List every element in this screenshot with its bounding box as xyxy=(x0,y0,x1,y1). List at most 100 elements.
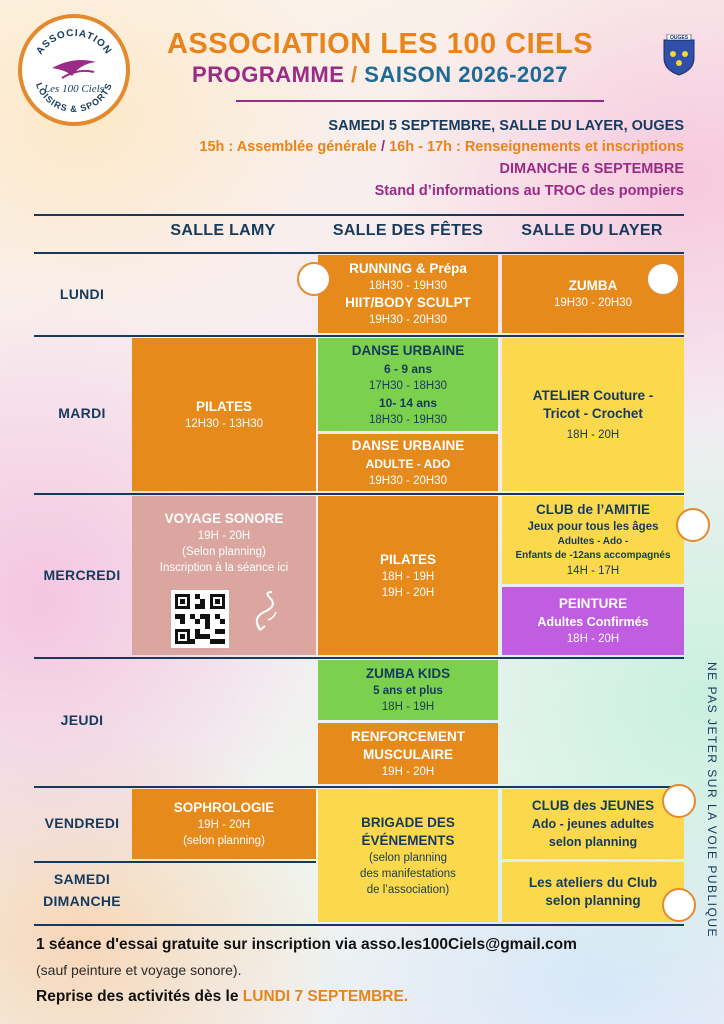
activity-title: PILATES xyxy=(195,398,252,414)
day-jeudi: JEUDI xyxy=(60,712,104,728)
table-rule xyxy=(34,335,684,337)
activity-title: DANSE URBAINE xyxy=(351,437,465,453)
activity-time: 18H - 20H xyxy=(566,428,620,441)
activity-title: VOYAGE SONORE xyxy=(164,511,284,526)
table-rule xyxy=(34,657,684,659)
activity-title: RUNNING & Prépa xyxy=(349,261,467,276)
activity-subtitle: ADULTE - ADO xyxy=(365,456,451,471)
activity-title: ATELIER Couture - xyxy=(532,387,654,403)
activity-time: 19H - 20H xyxy=(197,530,251,542)
footer-exception-line: (sauf peinture et voyage sonore). xyxy=(36,962,242,978)
activity-brigade-evenements: BRIGADE DES ÉVÉNEMENTS (selon planning d… xyxy=(318,789,498,922)
activity-title: DANSE URBAINE xyxy=(351,342,465,358)
activity-title: CLUB des JEUNES xyxy=(531,798,655,813)
info-agm: 15h : Assemblée générale xyxy=(199,139,377,155)
activity-note: Enfants de -12ans accompagnés xyxy=(515,550,671,561)
bird-icon xyxy=(52,60,96,76)
activity-title: ZUMBA xyxy=(568,278,618,293)
activity-peinture: PEINTURE Adultes Confirmés 18H - 20H xyxy=(502,587,684,655)
activity-pilates-mercredi: PILATES 18H - 19H 19H - 20H xyxy=(318,496,498,655)
activity-subtitle: Ado - jeunes adultes xyxy=(531,817,655,831)
table-rule xyxy=(34,786,684,788)
activity-age: 10- 14 ans xyxy=(378,395,438,410)
swirl-arrow-icon xyxy=(250,590,286,634)
activity-note: de l’association) xyxy=(366,883,450,896)
svg-text:ASSOCIATION: ASSOCIATION xyxy=(34,28,113,57)
activity-title: ZUMBA KIDS xyxy=(365,666,451,681)
activity-time: 18H - 19H xyxy=(381,570,435,583)
subtitle-slash: / xyxy=(351,62,358,87)
programme-label: PROGRAMME xyxy=(192,62,345,87)
info-line-1: SAMEDI 5 SEPTEMBRE, SALLE DU LAYER, OUGE… xyxy=(328,118,684,134)
info-sep: / xyxy=(376,139,390,155)
activity-time: 19H - 20H xyxy=(197,819,251,831)
club-stamp-icon xyxy=(662,784,696,818)
activity-title: PEINTURE xyxy=(558,596,628,611)
day-mercredi: MERCREDI xyxy=(43,567,121,583)
table-rule xyxy=(34,924,684,926)
activity-note: (selon planning xyxy=(368,851,447,864)
activity-title: PILATES xyxy=(379,551,436,567)
activity-note: Adultes - Ado - xyxy=(557,536,629,547)
activity-subtitle: Adultes Confirmés xyxy=(537,615,649,629)
activity-title: ÉVÉNEMENTS xyxy=(361,832,455,848)
activity-time: 18H - 19H xyxy=(381,701,435,713)
qr-code-icon[interactable] xyxy=(171,590,229,648)
activity-club-jeunes: CLUB des JEUNES Ado - jeunes adultes sel… xyxy=(502,789,684,859)
activity-title: CLUB de l’AMITIE xyxy=(536,502,650,517)
activity-note: (Selon planning) xyxy=(182,546,266,558)
footer-restart-text: Reprise des activités dès le xyxy=(36,988,243,1005)
activity-sophrologie: SOPHROLOGIE 19H - 20H (selon planning) xyxy=(132,789,316,859)
club-stamp-icon xyxy=(297,262,331,296)
activity-age: 6 - 9 ans xyxy=(383,361,433,376)
club-stamp-icon xyxy=(676,508,710,542)
activity-age: 5 ans et plus xyxy=(373,685,443,697)
activity-renforcement: RENFORCEMENT MUSCULAIRE 19H - 20H xyxy=(318,723,498,784)
info-registration: 16h - 17h : Renseignements et inscriptio… xyxy=(389,139,684,155)
table-rule xyxy=(34,493,684,495)
logo-text-top: ASSOCIATION xyxy=(34,28,112,57)
footer-trial-line: 1 séance d'essai gratuite sur inscriptio… xyxy=(36,936,577,953)
activity-title: RENFORCEMENT xyxy=(351,728,465,744)
activity-time: 12H30 - 13H30 xyxy=(185,417,263,430)
activity-title: SOPHROLOGIE xyxy=(173,800,275,815)
header-divider xyxy=(236,100,604,102)
activity-danse-urbaine-enfants: DANSE URBAINE 6 - 9 ans 17H30 - 18H30 10… xyxy=(318,338,498,431)
activity-time: 18H30 - 19H30 xyxy=(369,280,447,292)
activity-atelier-couture: ATELIER Couture - Tricot - Crochet 18H -… xyxy=(502,338,684,491)
activity-title: MUSCULAIRE xyxy=(363,746,453,762)
activity-time: 17H30 - 18H30 xyxy=(369,379,447,392)
column-header-salle-des-fetes: SALLE DES FÊTES xyxy=(332,222,484,239)
info-line-2: 15h : Assemblée générale / 16h - 17h : R… xyxy=(199,139,684,155)
activity-subtitle: Jeux pour tous les âges xyxy=(527,521,659,533)
activity-note: (selon planning) xyxy=(183,835,265,847)
footer-restart-line: Reprise des activités dès le LUNDI 7 SEP… xyxy=(36,988,408,1006)
town-crest-icon: OUGES xyxy=(662,33,696,76)
activity-time: 14H - 17H xyxy=(566,565,620,577)
table-rule xyxy=(34,861,316,863)
activity-time: 19H - 20H xyxy=(381,586,435,599)
association-logo: ASSOCIATION LOISIRS & SPORTS Les 100 Cie… xyxy=(18,14,130,126)
logo-emblem: ASSOCIATION LOISIRS & SPORTS Les 100 Cie… xyxy=(34,28,113,114)
day-samedi-dimanche: SAMEDI DIMANCHE xyxy=(34,868,130,912)
activity-ateliers-club: Les ateliers du Club selon planning xyxy=(502,862,684,922)
activity-time: 18H30 - 19H30 xyxy=(369,413,447,426)
table-rule xyxy=(34,214,684,216)
activity-time: 19H30 - 20H30 xyxy=(369,474,447,487)
club-stamp-icon xyxy=(646,262,680,296)
day-lundi: LUNDI xyxy=(59,286,105,302)
table-rule xyxy=(34,252,684,254)
activity-time: 18H - 20H xyxy=(566,633,620,645)
day-vendredi: VENDREDI xyxy=(44,815,120,831)
activity-zumba-kids: ZUMBA KIDS 5 ans et plus 18H - 19H xyxy=(318,660,498,720)
page-title: ASSOCIATION LES 100 CIELS xyxy=(166,28,594,60)
activity-time: 19H - 20H xyxy=(381,765,435,778)
activity-title: BRIGADE DES xyxy=(361,814,455,830)
activity-note: des manifestations xyxy=(360,867,456,880)
activity-subtitle: selon planning xyxy=(548,835,638,849)
column-header-salle-du-layer: SALLE DU LAYER xyxy=(521,222,663,239)
activity-running-hiit: RUNNING & Prépa 18H30 - 19H30 HIIT/BODY … xyxy=(318,255,498,333)
activity-time: 19H30 - 20H30 xyxy=(369,314,447,326)
day-mardi: MARDI xyxy=(58,405,106,421)
vertical-note: NE PAS JETER SUR LA VOIE PUBLIQUE xyxy=(705,661,719,939)
